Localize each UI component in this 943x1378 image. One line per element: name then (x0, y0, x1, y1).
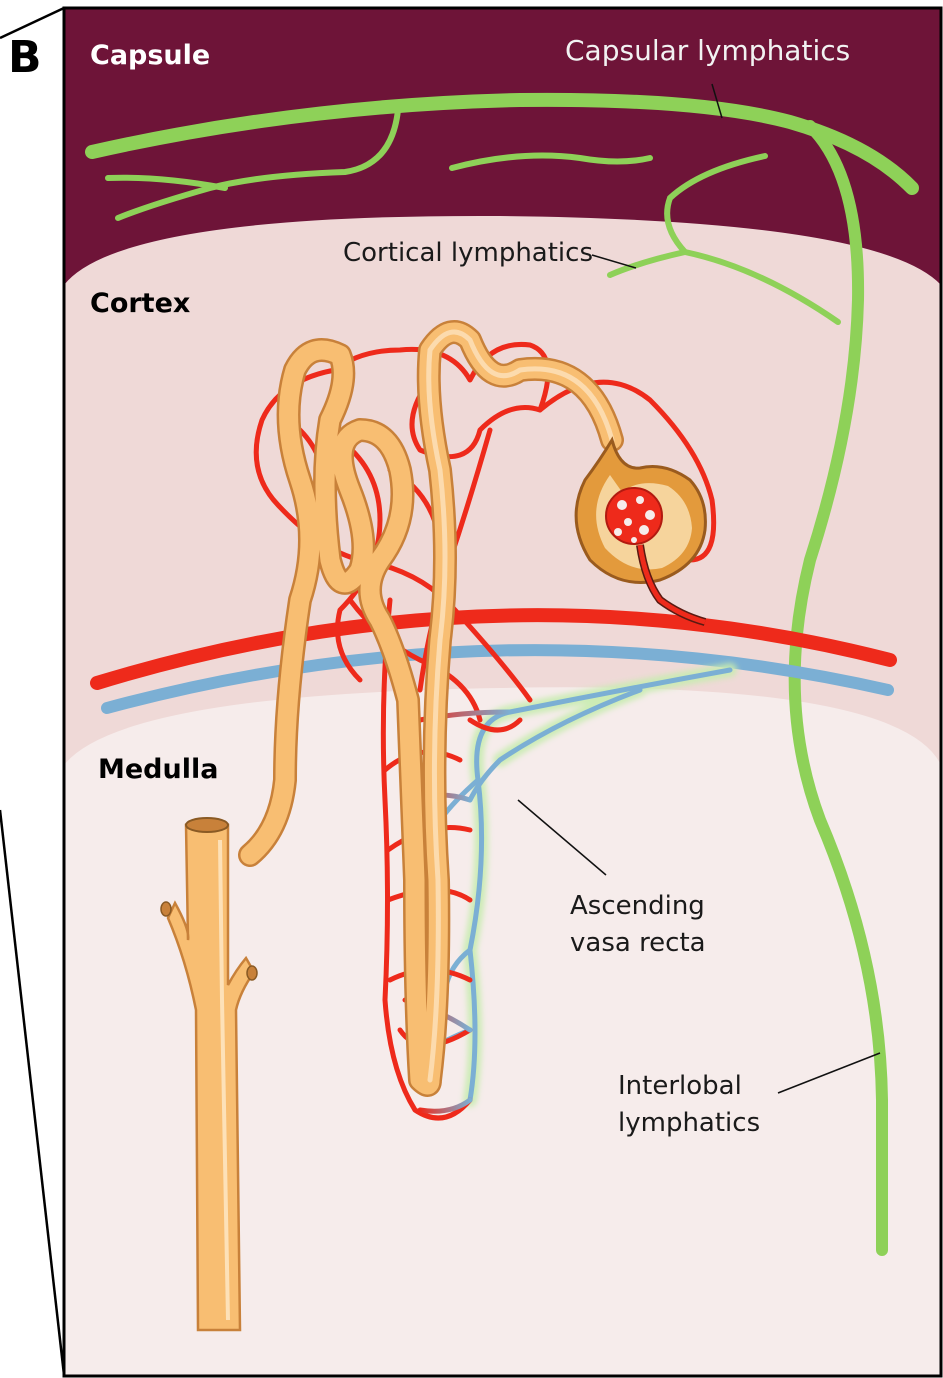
interlobal-lymphatics-label-line2: lymphatics (618, 1108, 760, 1138)
panel-letter: B (8, 32, 42, 83)
collecting-duct-opening (186, 818, 228, 832)
collecting-duct-branch-opening-right (247, 966, 257, 980)
cortex-label: Cortex (90, 288, 190, 319)
interlobal-lymphatics-label-line1: Interlobal (618, 1071, 742, 1101)
collecting-duct-branch-opening-left (161, 902, 171, 916)
zoom-line-bottom (0, 810, 64, 1375)
ascending-vasa-recta-label-line1: Ascending (570, 891, 705, 921)
cortical-lymphatics-label: Cortical lymphatics (343, 238, 593, 268)
medulla-label: Medulla (98, 754, 218, 785)
ascending-vasa-recta-label-line2: vasa recta (570, 928, 706, 958)
capsular-lymphatics-label: Capsular lymphatics (565, 34, 850, 67)
capsule-label: Capsule (90, 40, 210, 71)
